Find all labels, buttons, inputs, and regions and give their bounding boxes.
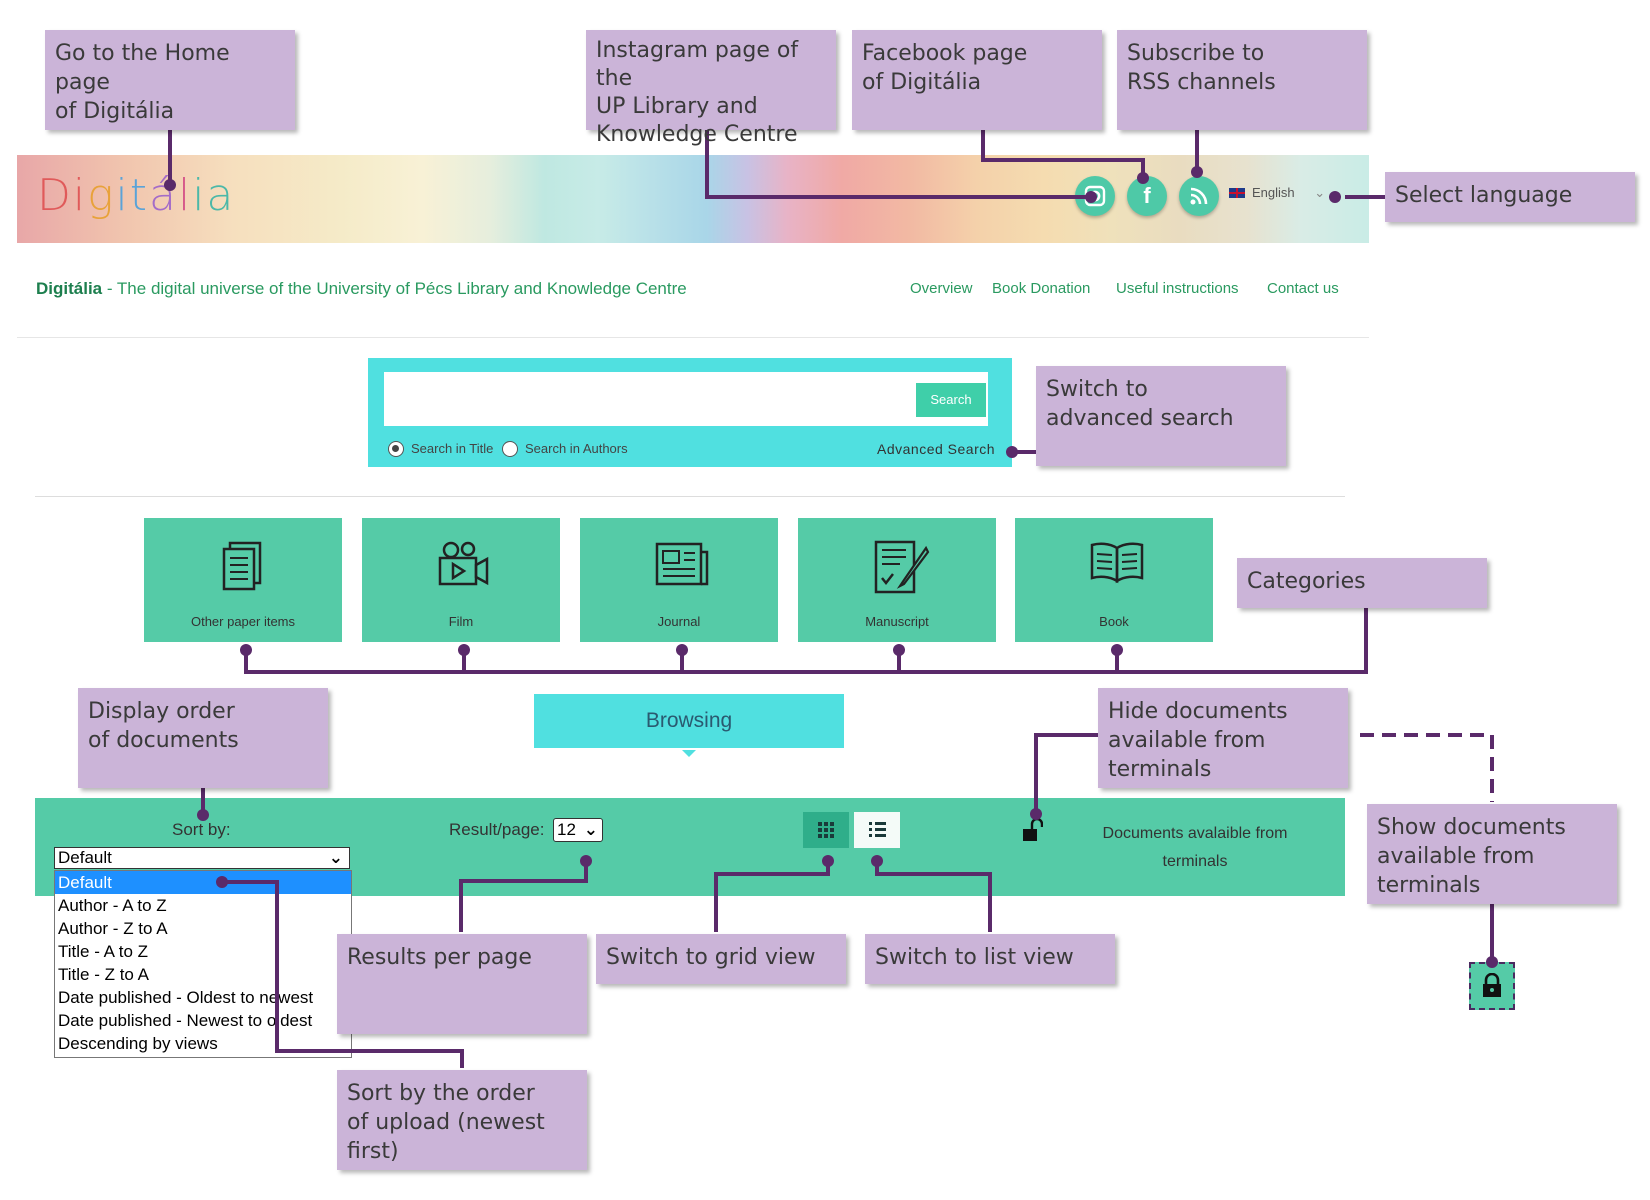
results-per-page-select[interactable]: 12 ⌄ — [553, 818, 603, 842]
book-icon — [1090, 542, 1144, 584]
rss-button[interactable] — [1179, 176, 1219, 216]
callout-list-view: Switch to list view — [865, 934, 1115, 984]
radio-search-authors[interactable] — [502, 441, 518, 457]
facebook-button[interactable]: f — [1127, 176, 1167, 216]
film-camera-icon — [438, 541, 489, 586]
category-label: Film — [448, 614, 474, 629]
divider — [35, 496, 1345, 497]
callout-language: Select language — [1385, 172, 1635, 222]
callout-facebook: Facebook page of Digitália — [852, 30, 1102, 130]
paper-stack-icon — [222, 541, 262, 591]
facebook-icon: f — [1143, 183, 1151, 208]
sort-option[interactable]: Title - Z to A — [58, 965, 150, 984]
results-per-page-label: Result/page: — [449, 820, 545, 839]
callout-sort-upload: Sort by the order of upload (newest firs… — [337, 1070, 587, 1170]
nav-contact-us[interactable]: Contact us — [1267, 280, 1339, 297]
category-label: Manuscript — [865, 614, 929, 629]
radio-search-title[interactable] — [388, 441, 404, 457]
chevron-down-icon: ⌄ — [328, 848, 343, 867]
advanced-search-link[interactable]: Advanced Search — [877, 441, 996, 457]
browsing-tab[interactable]: Browsing — [534, 694, 844, 757]
sort-select[interactable]: Default ⌄ — [54, 847, 350, 869]
rss-icon — [1190, 187, 1208, 205]
list-view-button[interactable] — [854, 812, 900, 848]
sort-option[interactable]: Descending by views — [58, 1034, 218, 1053]
grid-icon — [818, 822, 834, 838]
lock-icon — [1483, 973, 1501, 997]
category-label: Book — [1099, 614, 1129, 629]
list-icon — [869, 822, 886, 837]
sort-option[interactable]: Date published - Newest to oldest — [58, 1011, 313, 1030]
callout-grid-view: Switch to grid view — [596, 934, 846, 984]
digitalia-logo[interactable]: Digitália — [37, 170, 236, 221]
sort-option[interactable]: Author - A to Z — [58, 896, 167, 915]
search-button[interactable]: Search — [916, 383, 986, 417]
manuscript-icon — [874, 540, 930, 594]
category-other-paper-items[interactable]: Other paper items — [144, 518, 342, 642]
callout-categories: Categories — [1237, 558, 1487, 608]
sort-option[interactable]: Author - Z to A — [58, 919, 168, 938]
uk-flag-icon — [1229, 188, 1245, 198]
category-label: Other paper items — [190, 614, 296, 629]
callout-show-docs: Show documents available from terminals — [1367, 804, 1617, 904]
category-book[interactable]: Book — [1015, 518, 1213, 642]
sort-label: Sort by: — [172, 820, 231, 839]
search-input[interactable] — [384, 372, 988, 426]
terminals-toggle-label: Documents avalaible from terminals — [1102, 825, 1288, 870]
radio-search-authors-label: Search in Authors — [525, 441, 628, 456]
nav-useful-instructions[interactable]: Useful instructions — [1116, 280, 1239, 297]
sort-dropdown: Default Author - A to Z Author - Z to A … — [54, 870, 352, 1058]
nav-overview[interactable]: Overview — [910, 280, 973, 297]
callout-display-order: Display order of documents — [78, 688, 328, 788]
callout-advanced-search: Switch to advanced search — [1036, 366, 1286, 466]
category-manuscript[interactable]: Manuscript — [798, 518, 996, 642]
callout-home: Go to the Home page of Digitália — [45, 30, 295, 130]
language-selector[interactable]: English ⌄ — [1229, 185, 1325, 201]
sort-option[interactable]: Title - A to Z — [58, 942, 149, 961]
callout-rss: Subscribe to RSS channels — [1117, 30, 1367, 130]
chevron-down-icon: ⌄ — [1314, 185, 1326, 200]
nav-book-donation[interactable]: Book Donation — [992, 280, 1091, 297]
category-film[interactable]: Film — [362, 518, 560, 642]
callout-results-per-page: Results per page — [337, 934, 587, 1034]
callout-instagram: Instagram page of the UP Library and Kno… — [586, 30, 836, 147]
category-journal[interactable]: Journal — [580, 518, 778, 642]
nav-bar — [17, 243, 1369, 338]
chevron-down-icon: ⌄ — [583, 820, 598, 839]
grid-view-button[interactable] — [803, 812, 849, 848]
callout-hide-docs: Hide documents available from terminals — [1098, 688, 1348, 788]
category-label: Journal — [657, 614, 701, 629]
sort-option[interactable]: Date published - Oldest to newest — [58, 988, 314, 1007]
journal-icon — [655, 542, 709, 586]
radio-search-title-label: Search in Title — [411, 441, 494, 456]
site-title[interactable]: Digitália - The digital universe of the … — [36, 279, 687, 298]
